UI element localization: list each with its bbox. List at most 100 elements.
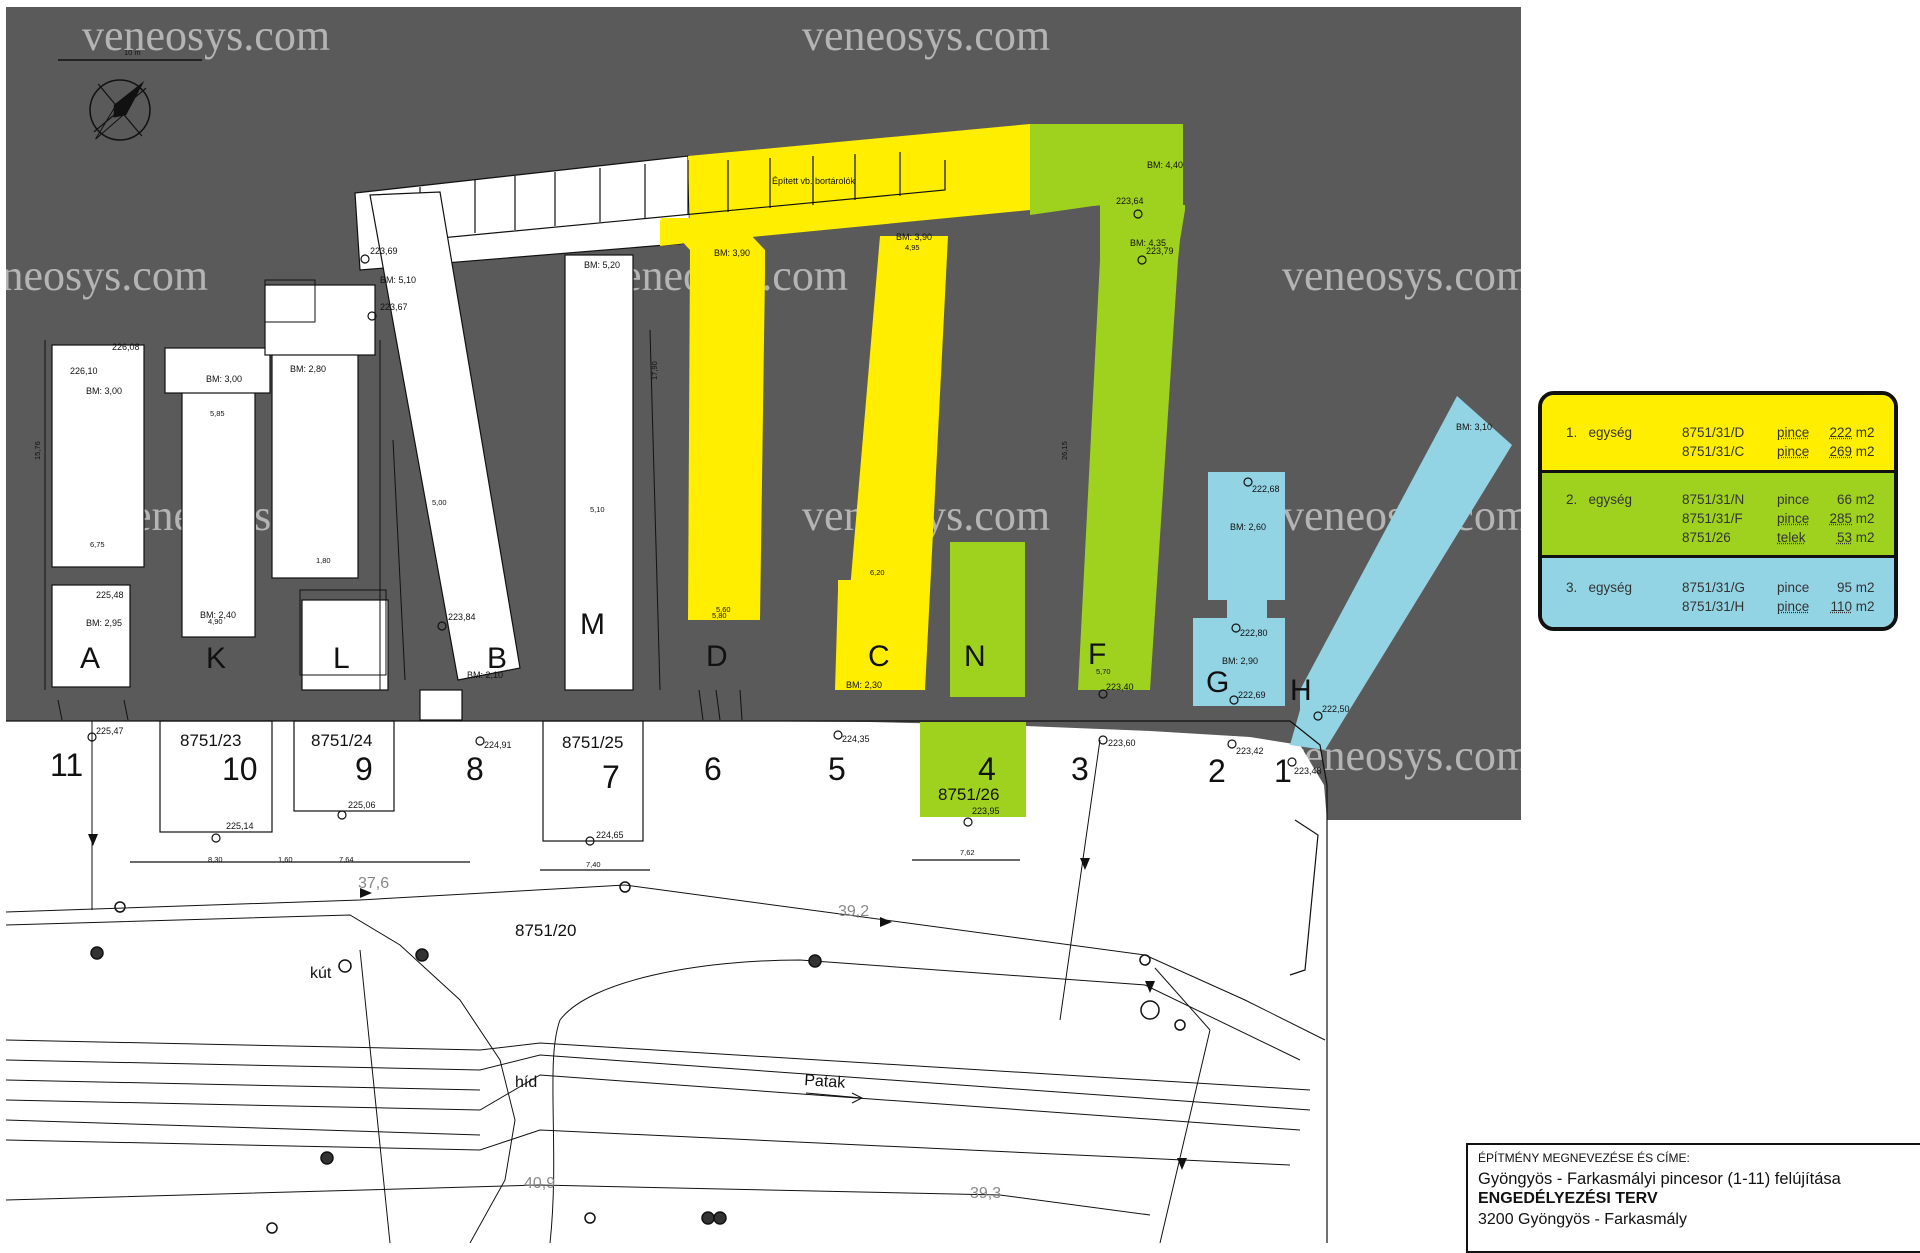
svg-text:226,10: 226,10 (70, 366, 98, 376)
svg-text:7,62: 7,62 (960, 848, 975, 857)
svg-text:223,79: 223,79 (1146, 246, 1174, 256)
svg-text:8751/23: 8751/23 (180, 731, 241, 750)
legend-area-unit: m2 (1856, 599, 1875, 614)
svg-text:225,14: 225,14 (226, 821, 254, 831)
svg-text:4,95: 4,95 (905, 243, 920, 252)
svg-text:222,69: 222,69 (1238, 690, 1266, 700)
svg-text:223,84: 223,84 (448, 612, 476, 622)
svg-text:BM: 2,80: BM: 2,80 (290, 364, 326, 374)
legend-unit-number: 2. (1566, 492, 1577, 507)
svg-text:2: 2 (1208, 753, 1226, 789)
svg-text:11: 11 (50, 747, 83, 783)
legend-type: pince (1777, 580, 1812, 595)
legend-type: pince (1777, 425, 1812, 440)
legend-area-unit: m2 (1856, 444, 1875, 459)
legend-row-unit-2: 2. egység 8751/31/Npince66 m2 8751/31/Fp… (1542, 473, 1894, 558)
svg-text:K: K (206, 642, 226, 675)
svg-text:225,48: 225,48 (96, 590, 124, 600)
legend-code: 8751/31/C (1682, 444, 1777, 459)
svg-text:39,3: 39,3 (970, 1185, 1001, 1202)
svg-text:10: 10 (222, 751, 258, 787)
place-labels: kút híd Patak (310, 965, 847, 1092)
legend-type: pince (1777, 492, 1812, 507)
svg-text:9: 9 (355, 751, 373, 787)
legend-unit-label: egység (1589, 425, 1633, 440)
legend-type: pince (1777, 599, 1812, 614)
svg-text:223,42: 223,42 (1236, 746, 1264, 756)
svg-text:225,06: 225,06 (348, 800, 376, 810)
svg-text:Épített vb. bortárolók: Épített vb. bortárolók (772, 176, 856, 186)
svg-text:8751/26: 8751/26 (938, 785, 999, 804)
svg-text:3: 3 (1071, 751, 1089, 787)
svg-text:1,80: 1,80 (316, 556, 331, 565)
svg-text:BM: 5,10: BM: 5,10 (380, 275, 416, 285)
legend-area: 66 (1812, 492, 1852, 507)
svg-text:39,2: 39,2 (838, 903, 869, 920)
svg-text:BM: 4,40: BM: 4,40 (1147, 160, 1183, 170)
svg-text:5: 5 (828, 751, 846, 787)
svg-text:híd: híd (515, 1074, 537, 1091)
legend-area: 285 (1812, 511, 1852, 526)
project-name: Gyöngyös - Farkasmályi pincesor (1-11) f… (1478, 1170, 1916, 1189)
svg-text:8: 8 (466, 751, 484, 787)
svg-text:223,40: 223,40 (1106, 682, 1134, 692)
unit-legend: 1. egység 8751/31/Dpince222 m2 8751/31/C… (1538, 391, 1898, 631)
legend-code: 8751/31/F (1682, 511, 1777, 526)
legend-code: 8751/26 (1682, 530, 1777, 545)
svg-text:1: 1 (1274, 753, 1292, 789)
svg-text:D: D (706, 640, 728, 673)
svg-text:5,10: 5,10 (590, 505, 605, 514)
legend-code: 8751/31/H (1682, 599, 1777, 614)
legend-code: 8751/31/N (1682, 492, 1777, 507)
legend-type: pince (1777, 444, 1812, 459)
svg-text:Patak: Patak (804, 1072, 847, 1092)
svg-text:C: C (868, 640, 890, 673)
svg-text:7,40: 7,40 (586, 860, 601, 869)
legend-unit-label: egység (1589, 492, 1633, 507)
svg-text:8751/20: 8751/20 (515, 921, 576, 940)
svg-text:223,69: 223,69 (370, 246, 398, 256)
svg-text:veneosys.com: veneosys.com (1282, 251, 1530, 300)
svg-text:kút: kút (310, 965, 332, 982)
title-block-heading: ÉPÍTMÉNY MEGNEVEZÉSE ÉS CÍME: (1478, 1151, 1916, 1165)
svg-text:BM: 2,30: BM: 2,30 (846, 680, 882, 690)
title-block: ÉPÍTMÉNY MEGNEVEZÉSE ÉS CÍME: Gyöngyös -… (1466, 1143, 1920, 1253)
svg-text:8,30: 8,30 (208, 855, 223, 864)
legend-unit-number: 1. (1566, 425, 1577, 440)
svg-text:L: L (333, 642, 350, 675)
legend-code: 8751/31/G (1682, 580, 1777, 595)
utility-markers (91, 882, 1185, 1233)
legend-area-unit: m2 (1856, 425, 1875, 440)
svg-text:A: A (80, 642, 100, 675)
svg-text:6,20: 6,20 (870, 568, 885, 577)
flow-arrows (88, 834, 1187, 1170)
svg-text:222,50: 222,50 (1322, 704, 1350, 714)
svg-text:223,48: 223,48 (1294, 766, 1322, 776)
legend-type: telek (1777, 530, 1812, 545)
svg-text:5,00: 5,00 (432, 498, 447, 507)
svg-text:222,68: 222,68 (1252, 484, 1280, 494)
project-address: 3200 Gyöngyös - Farkasmály (1478, 1211, 1916, 1229)
legend-type: pince (1777, 511, 1812, 526)
svg-text:223,95: 223,95 (972, 806, 1000, 816)
svg-text:6,75: 6,75 (90, 540, 105, 549)
legend-area-unit: m2 (1856, 580, 1875, 595)
svg-text:40,9: 40,9 (524, 1175, 555, 1192)
svg-text:226,08: 226,08 (112, 342, 140, 352)
svg-text:17,90: 17,90 (650, 361, 659, 380)
svg-text:veneosys.com: veneosys.com (802, 11, 1050, 60)
svg-text:8751/24: 8751/24 (311, 731, 372, 750)
svg-text:BM: 2,95: BM: 2,95 (86, 618, 122, 628)
svg-text:26,15: 26,15 (1060, 441, 1069, 460)
svg-text:H: H (1290, 674, 1312, 707)
svg-text:224,35: 224,35 (842, 734, 870, 744)
svg-text:BM: 3,00: BM: 3,00 (206, 374, 242, 384)
svg-text:M: M (580, 608, 605, 641)
plan-type: ENGEDÉLYEZÉSI TERV (1478, 1190, 1916, 1208)
svg-text:8751/25: 8751/25 (562, 733, 623, 752)
svg-text:7: 7 (602, 759, 620, 795)
legend-row-unit-3: 3. egység 8751/31/Gpince95 m2 8751/31/Hp… (1542, 558, 1894, 631)
svg-text:BM: 2,10: BM: 2,10 (467, 670, 503, 680)
legend-unit-label: egység (1589, 580, 1633, 595)
legend-area-unit: m2 (1856, 492, 1875, 507)
